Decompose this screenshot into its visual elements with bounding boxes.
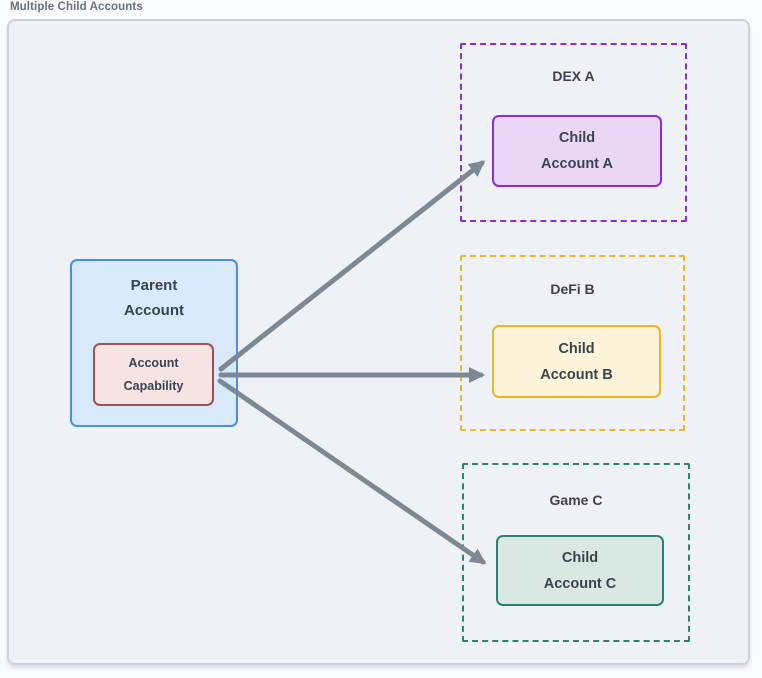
account-capability-label-line2: Capability: [123, 378, 184, 393]
child-account-b-label-line2: Account B: [540, 366, 613, 383]
parent-account-label-line2: Account: [124, 302, 184, 319]
child-account-c-label-line2: Account C: [543, 575, 617, 592]
account-capability-label-line1: Account: [128, 355, 179, 370]
zone-defi-b-label: DeFi B: [550, 281, 595, 297]
child-account-a-node: Child Account A: [492, 115, 662, 187]
child-account-c-label-line1: Child: [561, 549, 599, 566]
zone-dex-a-label: DEX A: [552, 68, 595, 84]
zone-game-c-label: Game C: [549, 492, 603, 508]
zone-dex-a: DEX A: [460, 43, 687, 222]
child-account-b-node: Child Account B: [492, 325, 661, 398]
child-account-c-node: Child Account C: [496, 535, 664, 606]
child-account-b-label-line1: Child: [558, 340, 595, 357]
parent-account-label-line1: Parent: [130, 277, 178, 294]
figure-title: Multiple Child Accounts: [10, 1, 143, 13]
child-account-a-label-line1: Child: [558, 130, 596, 146]
account-capability-node: Account Capability: [93, 343, 214, 406]
child-account-a-label-line2: Account A: [541, 156, 613, 172]
